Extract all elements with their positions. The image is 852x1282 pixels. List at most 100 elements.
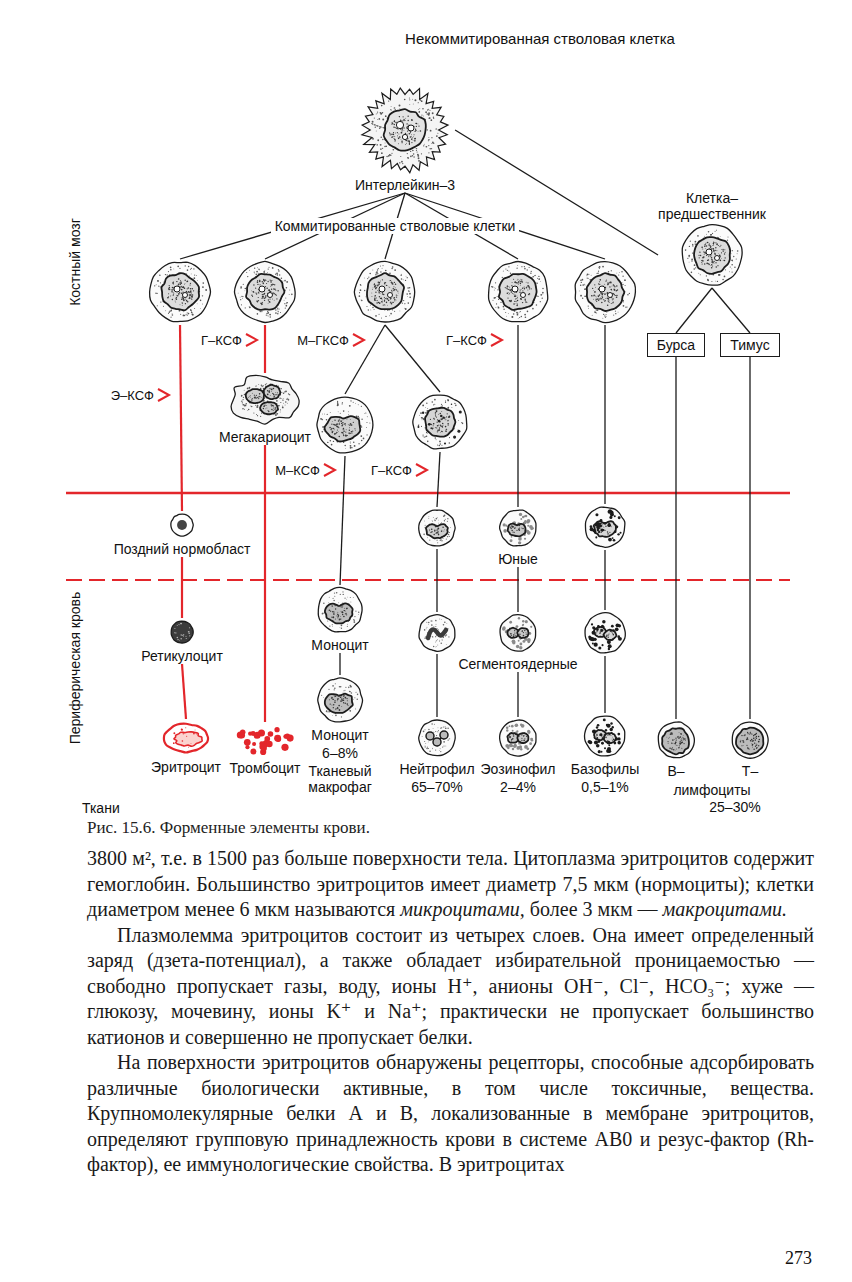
lineage-line [712,288,750,333]
factor-arrows [158,334,502,476]
cell-label: Ретикулоцит [141,648,223,664]
cell-drawing [582,713,628,759]
blood-cell [572,259,638,325]
blood-cell [485,259,551,325]
lineage-line [264,445,266,722]
cell-drawing [229,373,301,427]
blood-cell [314,394,376,456]
lineage-line [517,325,518,507]
cell-label: 65–70% [411,779,462,795]
cell-drawing [655,719,697,761]
cell-drawing [582,504,628,550]
cell-label: Мегакариоцит [219,429,311,445]
lineage-line [604,656,605,713]
cell-drawing [410,392,470,452]
lineage-line [385,325,440,392]
blood-cell: Моноцит [311,585,368,653]
cell-drawing [232,259,298,325]
lineage-line [517,672,518,717]
lineage-line [604,550,605,610]
lineage-line [517,567,518,612]
cell-label: Бурса [657,337,695,353]
region-label: Ткани [82,800,120,816]
cell-label: Интерлейкин–3 [355,177,455,193]
blood-cell: Мегакариоцит [219,373,311,445]
cell-label: Тканевый макрофаг [308,763,372,795]
factor-arrow [416,464,427,476]
cell-drawing [679,222,745,288]
blood-cell: Сегментоядерные [458,612,577,672]
blood-cell: Эозинофил2–4% [481,717,556,795]
cell-label: лимфоциты [673,782,750,798]
figure-caption: Рис. 15.6. Форменные элементы крови. [87,818,370,838]
blood-cell [416,507,458,549]
lineage-line [749,357,750,719]
blood-cell [582,610,628,656]
cell-drawing [485,259,551,325]
lineage-line [182,664,186,719]
cell-label: Клетка– предшественник [658,190,766,222]
blood-cell [147,259,213,325]
body-text: На поверхности эритроцитов обнаружены ре… [87,1051,814,1175]
cell-label: Т– [742,763,758,779]
body-text: более 3 мкм — [530,898,658,920]
lineage-line [180,325,182,511]
lineage-line [264,325,266,373]
factor-label: М–ГКСФ [297,333,349,348]
cell-drawing [416,717,458,759]
percent-label: 25–30% [709,799,760,815]
cell-label: Эритроцит [151,759,221,775]
blood-cell [232,259,298,325]
blood-cell: Моноцит 6–8% Тканевый макрофаг [308,675,372,795]
cell-label: Моноцит [311,637,368,653]
lineage-line [436,654,437,717]
cell-drawing [497,612,539,654]
cell-label: Базофилы [571,761,639,777]
blood-cell [582,504,628,550]
factor-label: Г–КСФ [201,333,242,348]
cell-label: В– [667,763,684,779]
blood-cell: Интерлейкин–3 [355,85,455,193]
blood-cell: Тромбоцит [230,722,301,776]
blood-cell [416,612,458,654]
factor-arrow [246,334,257,346]
blood-cell: Поздний нормобласт [114,511,251,557]
lineage-line [436,549,437,612]
blood-cell [410,392,470,452]
factor-label: Г–КСФ [371,463,412,478]
cell-drawing [147,259,213,325]
blood-cell: Нейтрофил65–70% [399,717,474,795]
cell-drawing [315,675,365,725]
cell-label: 6–8% [322,745,358,761]
cell-label: Юные [498,551,538,567]
factor-arrow [491,334,502,346]
cell-drawing [168,511,196,539]
lineage-line [604,325,605,504]
cell-label: Тимус [730,337,769,353]
lineage-line [339,653,340,675]
cell-label: Моноцит [311,727,368,743]
cell-drawing [231,722,299,758]
blood-cell: Т– [729,719,771,779]
marrow-boundary-line [66,492,790,494]
page-number: 273 [785,1248,812,1269]
blood-cell: Эритроцит [151,719,221,775]
factor-label: М–КСФ [275,463,320,478]
factor-arrow [353,334,364,346]
organ-box: Тимус [720,333,779,357]
lineage-line [675,357,676,719]
blood-cell: Юные [497,507,539,567]
body-text: макроцитами. [663,898,788,920]
cell-drawing [416,612,458,654]
lineage-line [340,456,345,585]
cell-drawing [416,507,458,549]
blood-cell [352,259,418,325]
lineage-line [181,557,183,618]
lineage-line [345,325,385,394]
cell-label: Эозинофил [481,761,556,777]
cell-drawing [497,507,539,549]
cell-label: Сегментоядерные [458,656,577,672]
body-paragraph: На поверхности эритроцитов обнаружены ре… [87,1050,814,1178]
cell-drawing [582,610,628,656]
factor-arrow [158,389,169,401]
